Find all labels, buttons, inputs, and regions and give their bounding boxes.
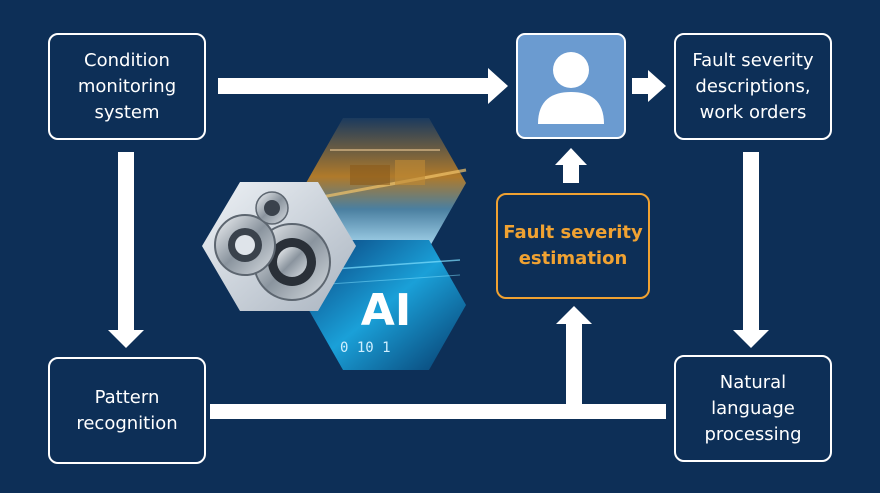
bearing-hexagon bbox=[202, 182, 356, 311]
arrow-descriptions-to-nlp bbox=[733, 152, 769, 348]
arrow-up-to-estimation bbox=[556, 306, 592, 406]
factory-hexagon bbox=[305, 118, 467, 248]
node-label: Pattern recognition bbox=[76, 386, 178, 434]
node-label: Natural language processing bbox=[704, 371, 802, 445]
bearing-icon bbox=[214, 191, 331, 301]
ai-label: AI bbox=[361, 285, 411, 336]
node-nlp: Natural language processing bbox=[674, 355, 832, 462]
node-label: Fault severity estimation bbox=[503, 222, 643, 269]
arrow-estimation-to-user bbox=[555, 148, 587, 183]
line-pattern-to-nlp bbox=[210, 404, 666, 419]
node-fault-estimation: Fault severity estimation bbox=[496, 193, 650, 299]
node-condition-monitoring: Condition monitoring system bbox=[48, 33, 206, 140]
arrow-cms-to-user bbox=[218, 68, 508, 104]
user-tile bbox=[516, 33, 626, 139]
node-pattern-recognition: Pattern recognition bbox=[48, 357, 206, 464]
node-label: Fault severity descriptions, work orders bbox=[692, 49, 814, 123]
node-fault-descriptions: Fault severity descriptions, work orders bbox=[674, 33, 832, 140]
binary-text: 0 10 1 bbox=[340, 340, 391, 356]
node-label: Condition monitoring system bbox=[77, 49, 177, 123]
ai-hexagon: AI 0 10 1 bbox=[306, 240, 466, 370]
arrow-user-to-descriptions bbox=[632, 70, 666, 102]
user-icon bbox=[538, 52, 604, 124]
ai-image-cluster: AI 0 10 1 bbox=[202, 118, 467, 370]
arrow-cms-to-pattern bbox=[108, 152, 144, 348]
